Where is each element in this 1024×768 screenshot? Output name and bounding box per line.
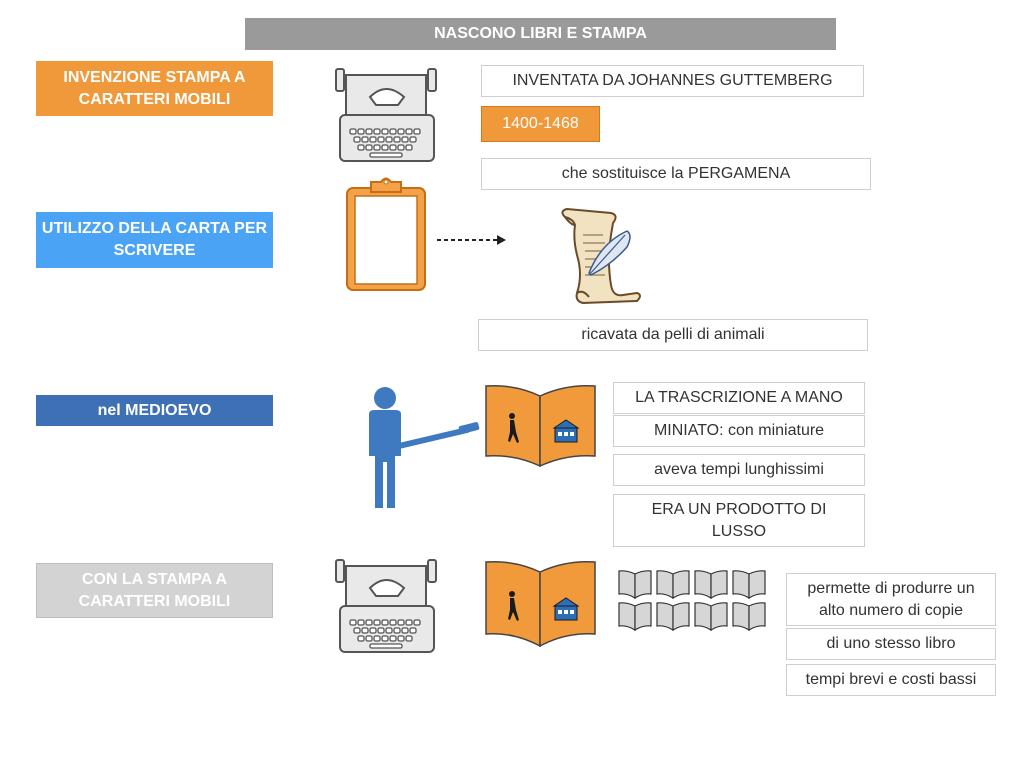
clipboard-icon bbox=[346, 177, 426, 291]
label-con-stampa: CON LA STAMPA A CARATTERI MOBILI bbox=[36, 563, 273, 618]
info-sostituisce: che sostituisce la PERGAMENA bbox=[481, 158, 871, 190]
info-permette: permette di produrre un alto numero di c… bbox=[786, 573, 996, 626]
label-utilizzo-carta: UTILIZZO DELLA CARTA PER SCRIVERE bbox=[36, 212, 273, 268]
info-lusso: ERA UN PRODOTTO DI LUSSO bbox=[613, 494, 865, 547]
info-inventata: INVENTATA DA JOHANNES GUTTEMBERG bbox=[481, 65, 864, 97]
label-invenzione-stampa: INVENZIONE STAMPA A CARATTERI MOBILI bbox=[36, 61, 273, 116]
page-title: NASCONO LIBRI E STAMPA bbox=[245, 18, 836, 50]
typewriter-icon bbox=[335, 559, 437, 653]
dashed-arrow-icon bbox=[437, 235, 506, 245]
info-ricavata: ricavata da pelli di animali bbox=[478, 319, 868, 351]
info-tempi-brevi: tempi brevi e costi bassi bbox=[786, 664, 996, 696]
typewriter-icon bbox=[335, 68, 437, 162]
open-book-icon bbox=[485, 560, 596, 648]
info-tempi-lunghi: aveva tempi lunghissimi bbox=[613, 454, 865, 486]
small-books-icon bbox=[618, 570, 766, 631]
info-trascrizione: LA TRASCRIZIONE A MANO bbox=[613, 382, 865, 414]
open-book-icon bbox=[485, 384, 596, 468]
person-with-pen-icon bbox=[369, 387, 480, 508]
info-date: 1400-1468 bbox=[481, 106, 600, 142]
label-medioevo: nel MEDIOEVO bbox=[36, 395, 273, 426]
info-miniato: MINIATO: con miniature bbox=[613, 415, 865, 447]
scroll-quill-icon bbox=[561, 207, 641, 305]
info-stesso-libro: di uno stesso libro bbox=[786, 628, 996, 660]
